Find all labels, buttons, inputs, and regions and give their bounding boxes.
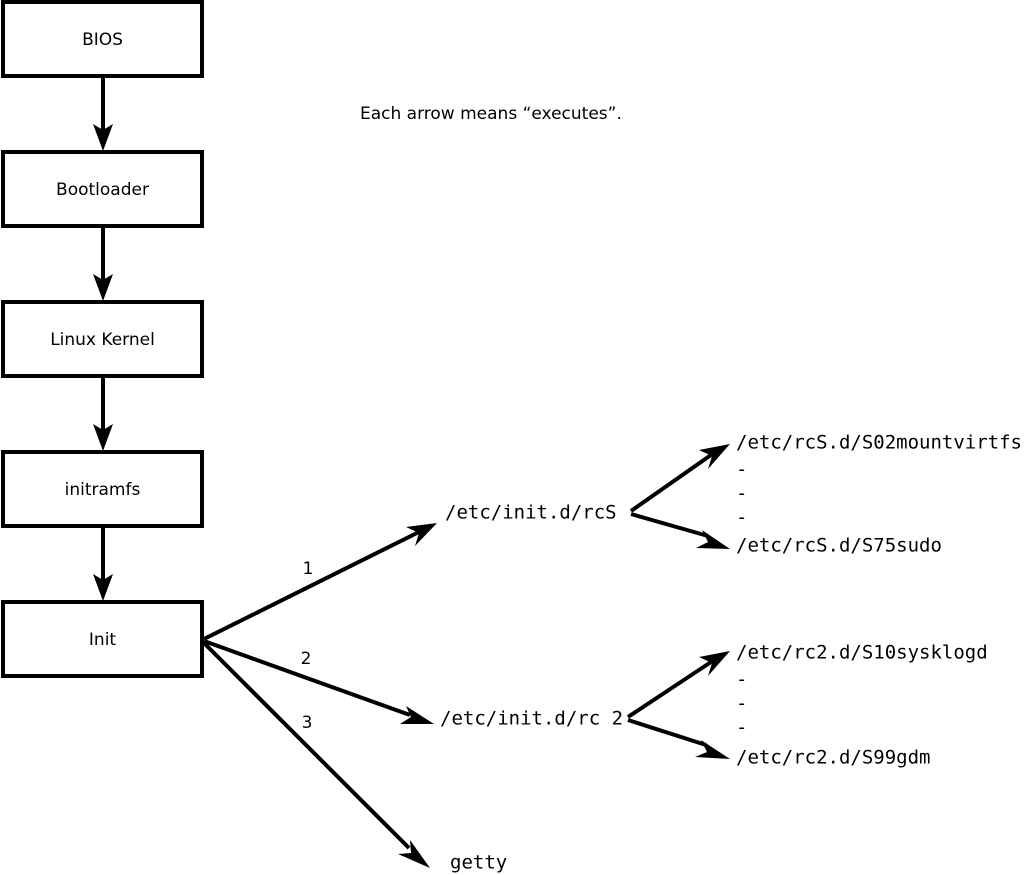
init-box-rect <box>1 600 204 678</box>
arrowhead-bios-bootloader <box>93 124 113 151</box>
init-box-label: Init <box>89 630 117 650</box>
branch-number-1: 1 <box>303 559 314 579</box>
arrow-init-to-getty <box>202 641 430 868</box>
node-label-rcs: /etc/init.d/rcS <box>445 502 617 524</box>
bootloader-box-rect <box>1 150 204 228</box>
arrowhead-rcs-first <box>699 444 730 469</box>
arrowhead-init-rc2 <box>400 706 434 724</box>
script-label-rc2-last: /etc/rc2.d/S99gdm <box>736 747 930 769</box>
branch-number-3: 3 <box>302 713 313 733</box>
stage-box-bios[interactable]: BIOS <box>1 0 204 78</box>
kernel-box-label: Linux Kernel <box>50 330 155 350</box>
node-label-getty: getty <box>450 852 507 874</box>
arrowhead-init-rcs <box>406 523 437 546</box>
arrowhead-rcs-last <box>696 530 730 549</box>
arrow-rc2-to-last-script <box>627 718 730 759</box>
arrowhead-initramfs-init <box>93 574 113 601</box>
stage-box-bootloader[interactable]: Bootloader <box>1 150 204 228</box>
bootloader-box-label: Bootloader <box>56 180 149 200</box>
bios-box-rect <box>1 0 204 78</box>
arrow-init-to-rc2 <box>203 639 434 724</box>
branch-number-2: 2 <box>301 649 312 669</box>
rc2-ellipsis-dash-3: - <box>736 717 747 739</box>
arrow-rc2-to-first-script <box>626 651 730 719</box>
rc2-ellipsis-dash-2: - <box>736 693 747 715</box>
rcs-ellipsis-dash-1: - <box>736 459 747 481</box>
stage-box-init[interactable]: Init <box>1 600 204 678</box>
arrow-initramfs-to-init <box>93 526 113 601</box>
initramfs-box-label: initramfs <box>65 480 141 500</box>
stage-box-linux-kernel[interactable]: Linux Kernel <box>1 300 204 378</box>
arrow-rcs-to-last-script <box>630 512 730 549</box>
node-label-rc2: /etc/init.d/rc 2 <box>440 708 623 730</box>
rc2-ellipsis-dash-1: - <box>736 669 747 691</box>
arrow-bios-to-bootloader <box>93 76 113 151</box>
arrowhead-init-getty <box>398 840 430 868</box>
arrow-init-to-rcs <box>203 523 437 641</box>
arrowhead-kernel-initramfs <box>93 424 113 451</box>
rcs-ellipsis-dash-3: - <box>736 507 747 529</box>
arrow-kernel-to-initramfs <box>93 376 113 451</box>
stage-box-initramfs[interactable]: initramfs <box>1 450 204 528</box>
bios-box-label: BIOS <box>82 30 123 50</box>
arrowhead-rc2-first <box>699 651 730 676</box>
script-label-rc2-first: /etc/rc2.d/S10sysklogd <box>736 642 988 664</box>
arrow-rcs-to-first-script <box>629 444 730 513</box>
caption-text: Each arrow means “executes”. <box>360 104 622 124</box>
script-label-rcs-first: /etc/rcS.d/S02mountvirtfs <box>736 432 1022 454</box>
arrow-bootloader-to-kernel <box>93 226 113 301</box>
arrowhead-bootloader-kernel <box>93 274 113 301</box>
kernel-box-rect <box>1 300 204 378</box>
arrowhead-rc2-last <box>695 740 730 759</box>
script-label-rcs-last: /etc/rcS.d/S75sudo <box>736 535 942 557</box>
rcs-ellipsis-dash-2: - <box>736 483 747 505</box>
